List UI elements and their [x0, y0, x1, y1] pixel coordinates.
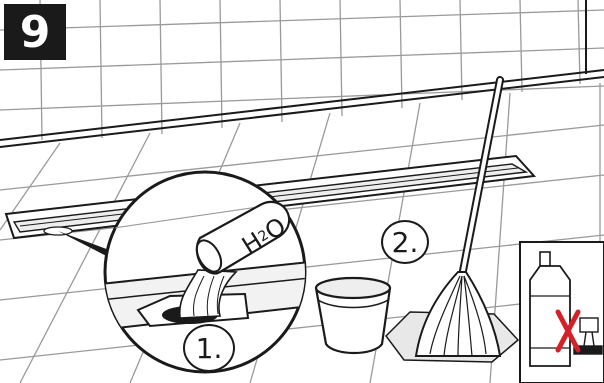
- bucket-icon: [316, 278, 390, 353]
- callout-step-1: 1.: [183, 324, 235, 372]
- callout-step-2: 2.: [381, 220, 429, 264]
- step-number-badge: 9: [4, 4, 66, 60]
- no-cleaning-agent-inset: [520, 242, 604, 383]
